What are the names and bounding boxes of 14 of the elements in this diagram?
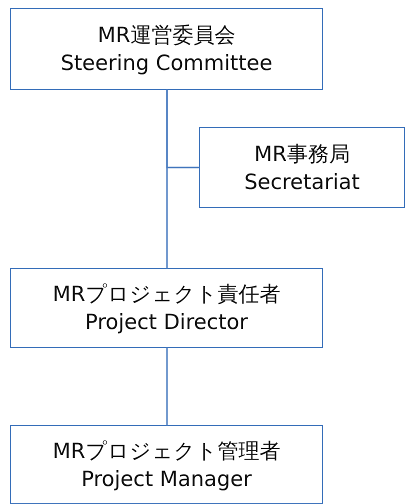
connector-line xyxy=(166,90,199,168)
unit-name: MRプロジェクト管理者 xyxy=(52,438,280,464)
role-name: Project Manager xyxy=(81,466,252,492)
unit-name: MRプロジェクト責任者 xyxy=(52,281,280,308)
org-box xyxy=(10,268,323,348)
unit-name: MR事務局 xyxy=(254,140,350,168)
role-name: Project Director xyxy=(85,309,248,336)
org-box xyxy=(10,425,323,504)
role-name: Secretariat xyxy=(244,168,360,196)
org-box xyxy=(199,127,405,208)
org-box xyxy=(10,8,323,90)
unit-name: MR運営委員会 xyxy=(98,22,236,49)
role-name: Steering Committee xyxy=(60,50,272,77)
connector-line xyxy=(166,348,168,425)
